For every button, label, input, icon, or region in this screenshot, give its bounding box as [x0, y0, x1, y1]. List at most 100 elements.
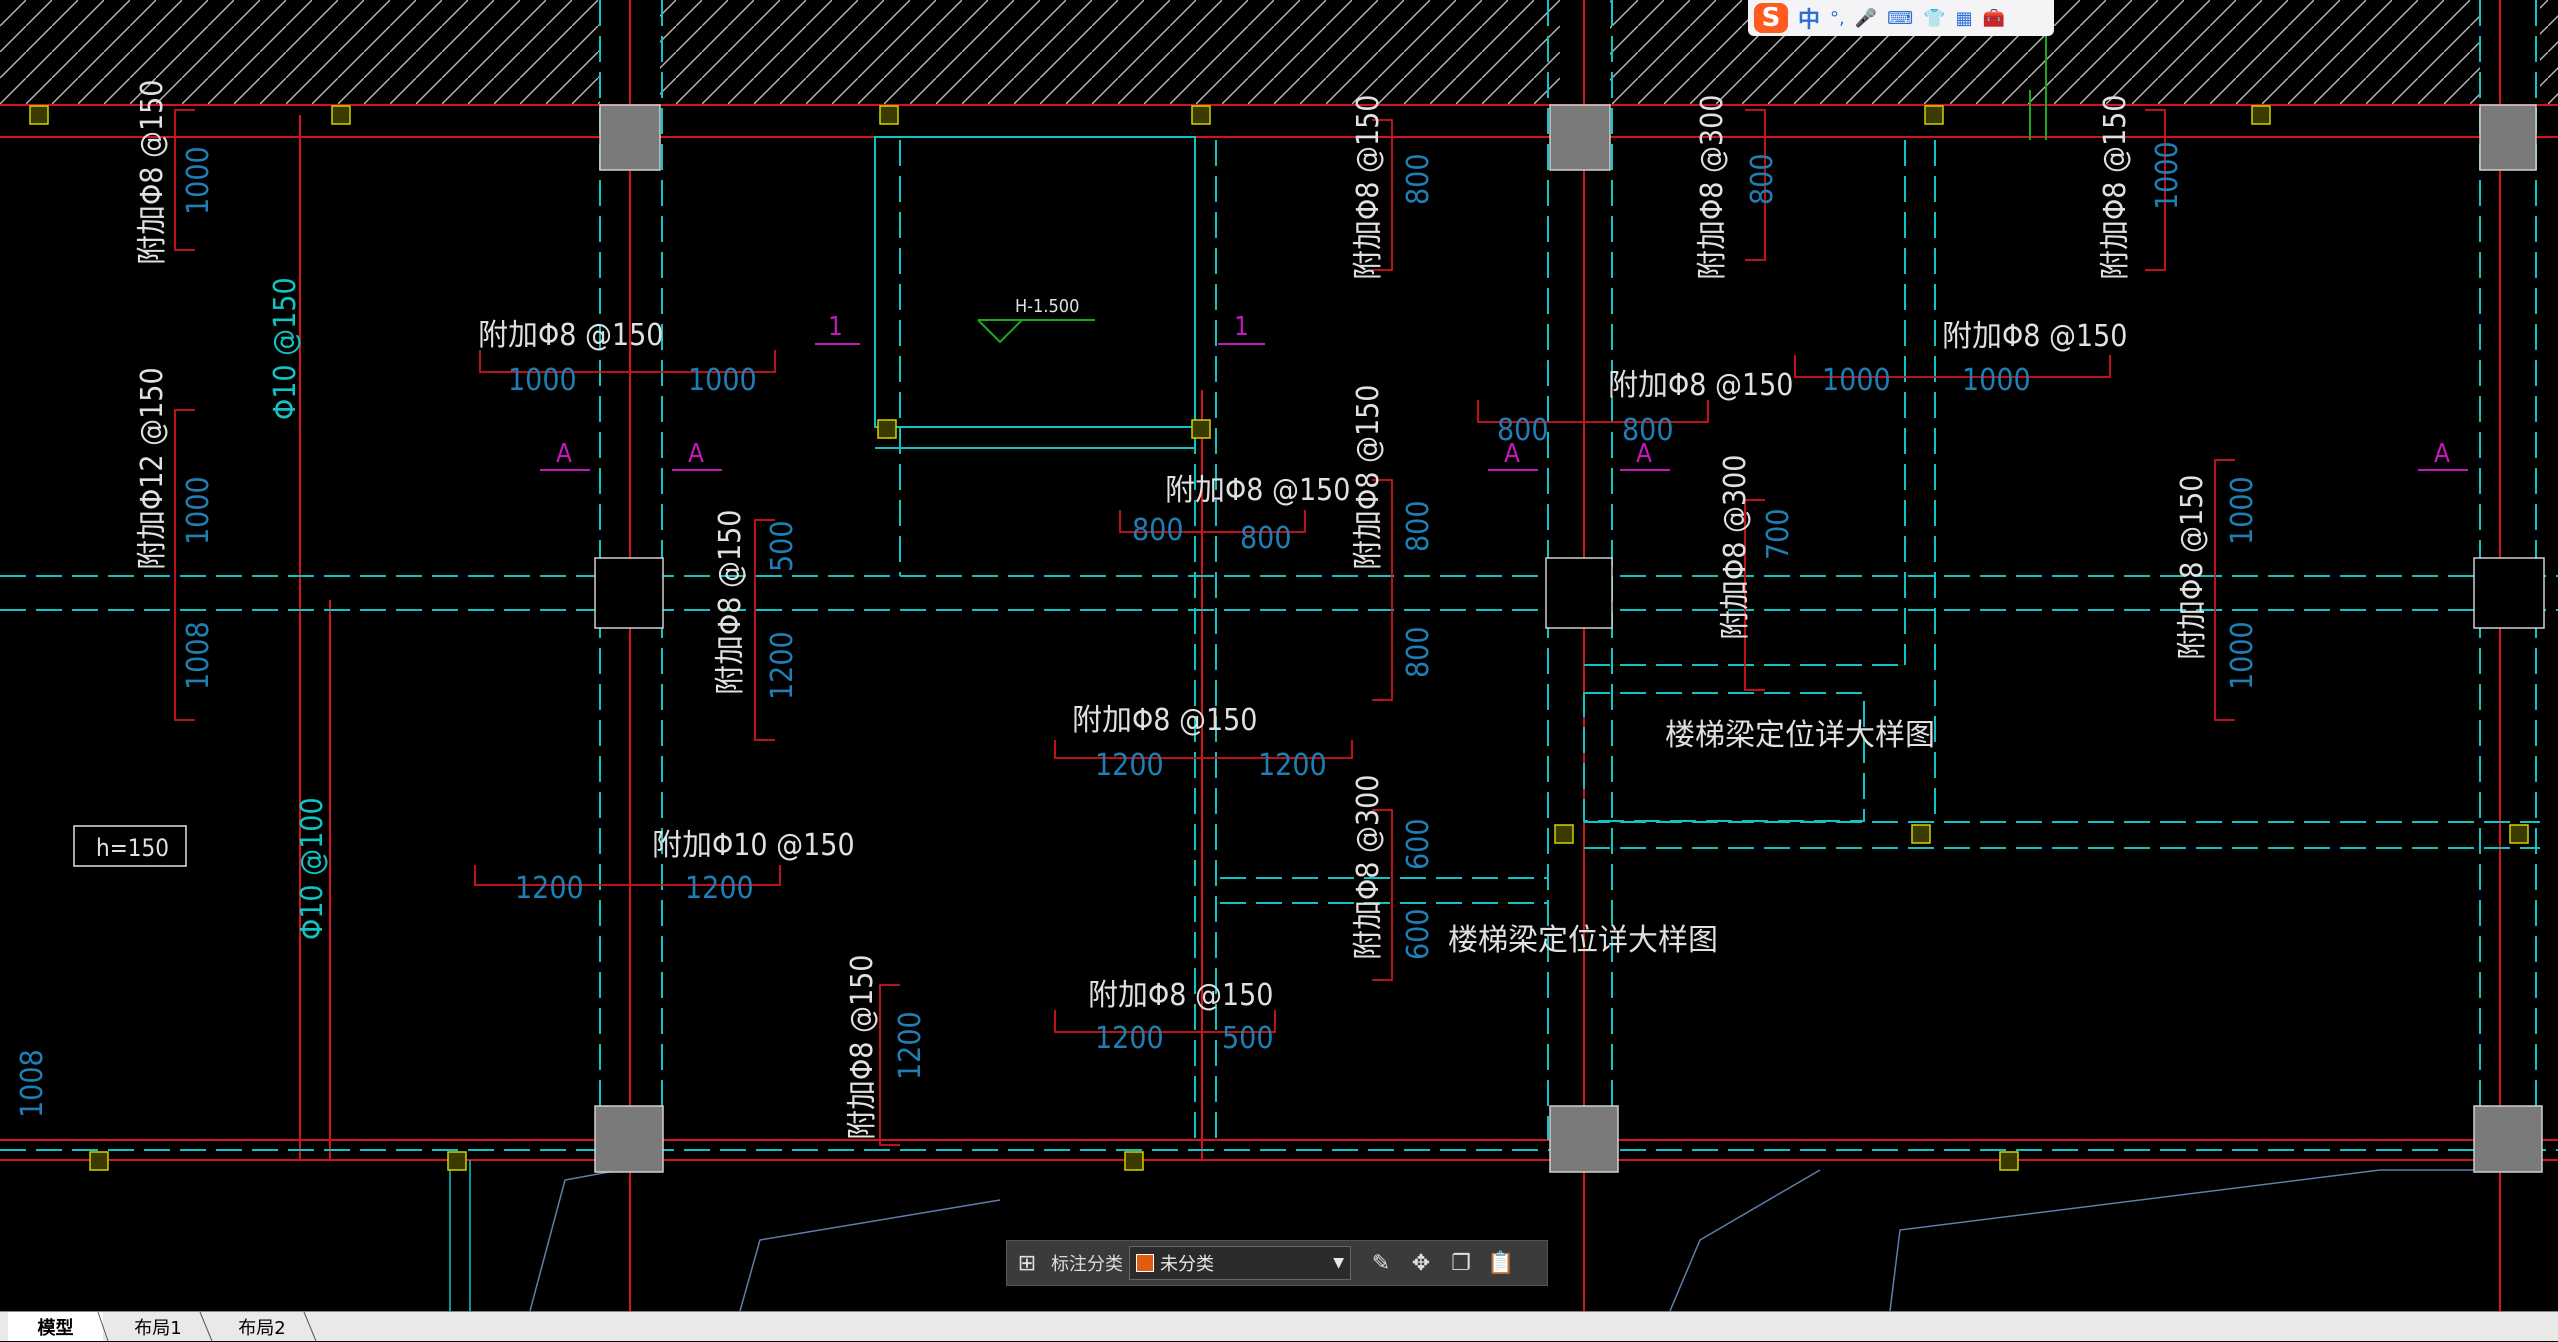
- section-labels: A A A A A 1 1: [556, 312, 2450, 469]
- tab-label: 模型: [37, 1317, 74, 1339]
- dim-1000: 1000: [181, 476, 216, 545]
- move-icon[interactable]: ✥: [1411, 1250, 1431, 1276]
- sogou-logo-icon[interactable]: S: [1754, 3, 1788, 33]
- dim-600: 600: [1401, 908, 1436, 960]
- dim-1000: 1000: [1822, 363, 1891, 398]
- annot-dist-10-150: Φ10 @150: [268, 277, 303, 420]
- tab-layout1[interactable]: 布局1: [108, 1312, 208, 1341]
- anchor-points: [29, 105, 2529, 1171]
- microphone-icon[interactable]: 🎤: [1854, 7, 1878, 29]
- dim-800: 800: [1401, 626, 1436, 678]
- category-color-swatch: [1136, 1254, 1154, 1272]
- section-a-label: A: [1504, 439, 1520, 469]
- dim-1008: 1008: [181, 621, 216, 690]
- grid-view-icon[interactable]: ⊞: [1017, 1250, 1037, 1276]
- dim-1000: 1000: [181, 146, 216, 215]
- stair-opening: [874, 136, 1196, 449]
- edit-icon[interactable]: ✎: [1371, 1250, 1391, 1276]
- annot-rebar-8: 附加Φ8 @150: [2175, 475, 2210, 660]
- dim-1000: 1000: [2225, 476, 2260, 545]
- annot-rebar-8: 附加Φ8 @150: [1351, 385, 1386, 570]
- lower-structure-lines: [449, 1160, 2480, 1311]
- dim-800: 800: [1240, 521, 1292, 556]
- section-a-label: A: [2434, 439, 2450, 469]
- dim-1200: 1200: [685, 871, 754, 906]
- rebar-extent-lines: [174, 109, 2235, 1146]
- annot-rebar-8: 附加Φ8 @150: [1608, 368, 1793, 403]
- annot-rebar-8: 附加Φ8 @150: [845, 955, 880, 1140]
- annot-rebar-8-300: 附加Φ8 @300: [1718, 455, 1753, 640]
- ime-toolbar[interactable]: S 中 °, 🎤 ⌨ 👕 ▦ 🧰: [1748, 0, 2054, 36]
- dim-1200: 1200: [1258, 748, 1327, 783]
- annot-rebar-8: 附加Φ8 @150: [1072, 703, 1257, 738]
- dim-1000: 1000: [2150, 141, 2185, 210]
- annot-rebar-12: 附加Φ12 @150: [135, 367, 170, 570]
- annot-stair-detail: 楼梯梁定位详大样图: [1448, 923, 1718, 958]
- layout-tabs: 模型 布局1 布局2: [0, 1311, 2558, 1342]
- dim-1008: 1008: [15, 1049, 50, 1118]
- dim-1200: 1200: [1095, 1021, 1164, 1056]
- wall-hatch: [0, 0, 2558, 104]
- apps-icon[interactable]: ▦: [1955, 7, 1973, 29]
- section-a-label: A: [556, 439, 572, 469]
- annot-rebar-8: 附加Φ8 @150: [1942, 319, 2127, 354]
- annot-rebar-8: 附加Φ8 @150: [478, 318, 663, 353]
- dim-600: 600: [1401, 818, 1436, 870]
- annot-rebar-8: 附加Φ8 @150: [2098, 95, 2133, 280]
- annotation-toolbar: ⊞ 标注分类 未分类 ▼ ✎ ✥ ❐ 📋: [1006, 1240, 1548, 1286]
- dim-1000: 1000: [2225, 621, 2260, 690]
- category-select[interactable]: 未分类 ▼: [1129, 1246, 1351, 1280]
- slab-thickness-tag: h=150: [73, 825, 187, 867]
- tab-layout2[interactable]: 布局2: [212, 1312, 312, 1341]
- dim-1000: 1000: [1962, 363, 2031, 398]
- dim-1000: 1000: [688, 363, 757, 398]
- section-a-label: A: [688, 439, 704, 469]
- annot-rebar-8: 附加Φ8 @150: [1088, 978, 1273, 1013]
- dim-500: 500: [1222, 1021, 1274, 1056]
- annot-rebar-8: 附加Φ8 @150: [135, 80, 170, 265]
- dim-800: 800: [1622, 413, 1674, 448]
- category-label: 标注分类: [1051, 1254, 1123, 1275]
- punctuation-toggle[interactable]: °,: [1830, 7, 1845, 29]
- dim-1200: 1200: [765, 631, 800, 700]
- dim-1200: 1200: [515, 871, 584, 906]
- tab-label: 布局1: [134, 1317, 182, 1339]
- dim-1000: 1000: [508, 363, 577, 398]
- annot-rebar-8: 附加Φ8 @150: [1165, 473, 1350, 508]
- section-1-label: 1: [828, 312, 843, 342]
- annot-dist-10-100: Φ10 @100: [295, 797, 330, 940]
- level-marker: [977, 30, 2047, 344]
- tab-dividers: [97, 1312, 317, 1342]
- dim-800: 800: [1132, 513, 1184, 548]
- section-marks: [540, 343, 2468, 471]
- tab-model[interactable]: 模型: [8, 1312, 103, 1341]
- annot-rebar-8-300: 附加Φ8 @300: [1695, 95, 1730, 280]
- dim-800: 800: [1745, 153, 1780, 205]
- input-mode-toggle[interactable]: 中: [1798, 8, 1821, 33]
- elevation-label: H-1.500: [1015, 296, 1079, 317]
- dim-700: 700: [1761, 508, 1796, 560]
- section-a-label: A: [1636, 439, 1652, 469]
- copy-icon[interactable]: ❐: [1451, 1250, 1471, 1276]
- dim-800: 800: [1497, 413, 1549, 448]
- paste-icon[interactable]: 📋: [1487, 1250, 1515, 1276]
- annot-stair-detail: 楼梯梁定位详大样图: [1665, 718, 1935, 753]
- slab-thickness-label: h=150: [96, 834, 169, 862]
- annot-rebar-10: 附加Φ10 @150: [652, 828, 855, 863]
- annot-rebar-8: 附加Φ8 @150: [713, 510, 748, 695]
- annot-rebar-8: 附加Φ8 @150: [1351, 95, 1386, 280]
- columns: [594, 104, 2545, 1173]
- toolbox-icon[interactable]: 🧰: [1982, 7, 2006, 29]
- chevron-down-icon: ▼: [1333, 1255, 1344, 1271]
- keyboard-icon[interactable]: ⌨: [1887, 7, 1914, 29]
- dim-1200: 1200: [893, 1011, 928, 1080]
- dim-1200: 1200: [1095, 748, 1164, 783]
- rebar-annotations: 附加Φ12 @150 附加Φ8 @150 Φ10 @150 Φ10 @100 附…: [135, 80, 2210, 1140]
- skin-icon[interactable]: 👕: [1923, 7, 1946, 29]
- section-1-label: 1: [1234, 312, 1249, 342]
- cad-drawing-canvas[interactable]: 附加Φ12 @150 附加Φ8 @150 Φ10 @150 Φ10 @100 附…: [0, 0, 2558, 1311]
- annot-rebar-8-300: 附加Φ8 @300: [1351, 775, 1386, 960]
- category-selected-value: 未分类: [1160, 1254, 1214, 1275]
- dim-500: 500: [765, 520, 800, 572]
- dim-800: 800: [1401, 153, 1436, 205]
